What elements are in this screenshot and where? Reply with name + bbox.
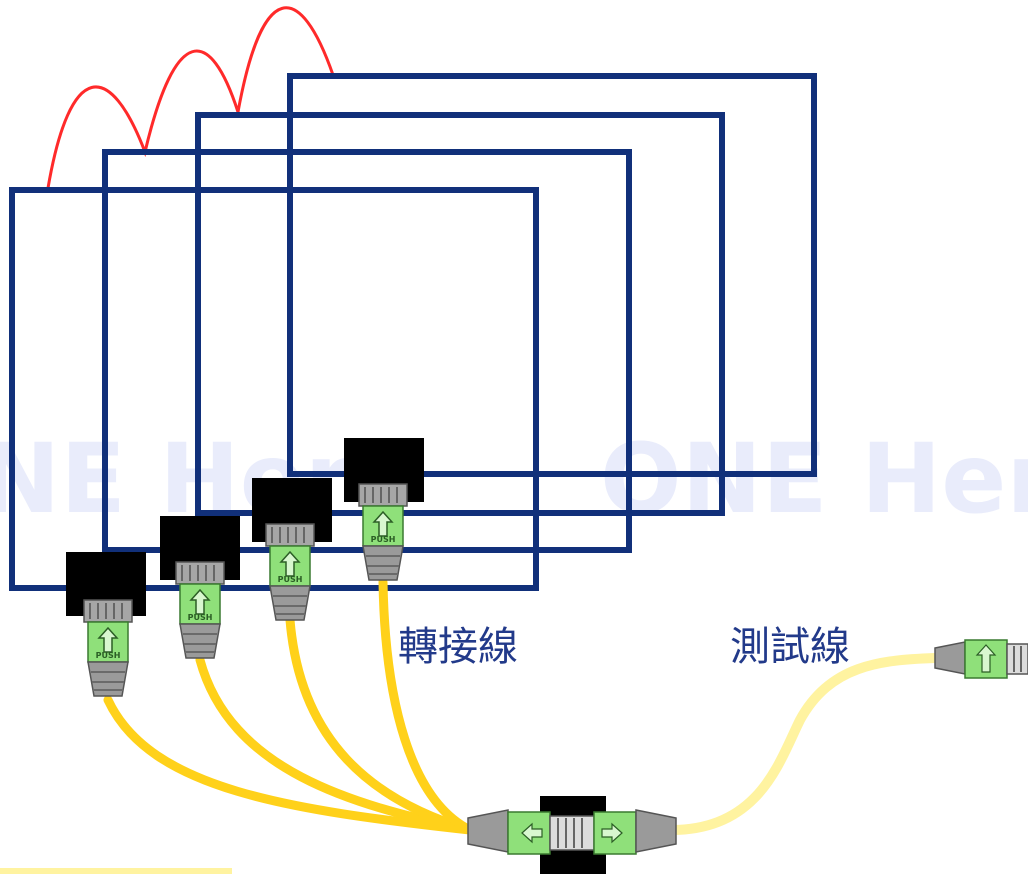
connector-1-push-label: PUSH: [96, 651, 121, 660]
fiber-loop-4: [287, 73, 817, 477]
mpo-connector-3: [265, 523, 315, 621]
patch-fiber-2: [195, 655, 475, 835]
bottom-strip: [0, 868, 232, 874]
mpo-connector-1: [83, 599, 133, 697]
jumper-loops: [46, 6, 335, 189]
patch-fiber-1: [103, 695, 475, 835]
patch-fiber-3: [285, 615, 475, 835]
patch-cord-label: 轉接線: [398, 624, 518, 670]
patch-fiber-4: [378, 577, 475, 835]
connector-4-push-label: PUSH: [371, 535, 396, 544]
test-cord-fiber: [667, 653, 940, 835]
mpo-connector-2: [175, 561, 225, 659]
connector-2-push-label: PUSH: [188, 613, 213, 622]
test-cord-connector: [934, 639, 1028, 679]
fiber-loop-3: [195, 112, 725, 516]
connector-3-push-label: PUSH: [278, 575, 303, 584]
test-cord-label: 測試線: [730, 624, 850, 670]
mating-adapter: [467, 796, 677, 874]
mpo-connector-4: [358, 483, 408, 581]
